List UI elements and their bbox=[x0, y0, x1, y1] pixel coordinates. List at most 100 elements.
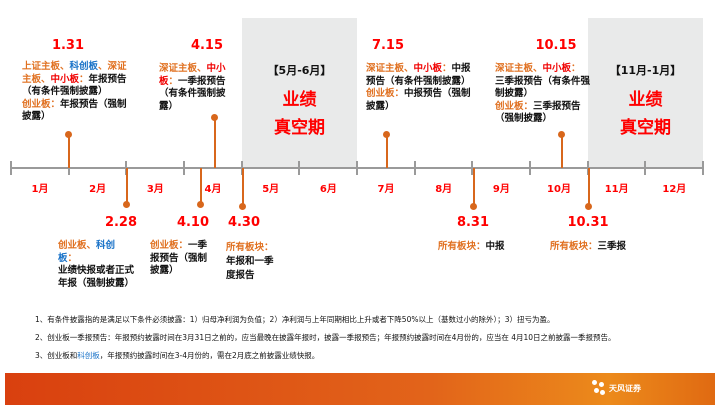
text-segment: 深证主板、 bbox=[159, 63, 207, 74]
dot-8-31 bbox=[470, 203, 477, 210]
period-title: 真空期 bbox=[274, 118, 325, 138]
event-desc-10-15: 深证主板、中小板：三季报预告（有条件强制披露）创业板：三季报预告（强制披露） bbox=[495, 63, 590, 126]
vacuum-period-nov-jan: 【11月-1月】 业绩 真空期 bbox=[588, 18, 703, 142]
event-desc-7-15: 深证主板、中小板：中报预告（有条件强制披露）创业板：中报预告（强制披露） bbox=[366, 63, 472, 113]
dot-4-10 bbox=[197, 201, 204, 208]
period-title: 业绩 bbox=[628, 90, 663, 110]
month-label: 1月 bbox=[31, 184, 49, 195]
text-segment: ： bbox=[79, 73, 89, 85]
axis-tick bbox=[413, 161, 416, 175]
text-segment: 一季报预告（有条件强制披露） bbox=[159, 75, 226, 112]
dot-7-15 bbox=[383, 131, 390, 138]
stem-2-28 bbox=[126, 168, 128, 204]
period-title: 业绩 bbox=[282, 90, 317, 110]
stem-4-30 bbox=[242, 168, 244, 206]
dot-1-31 bbox=[65, 131, 72, 138]
text-segment: 三季报预告（有条件强制披露） bbox=[495, 75, 591, 100]
text-segment: ： bbox=[571, 63, 581, 74]
event-date-4-15: 4.15 bbox=[190, 38, 224, 53]
stem-4-10 bbox=[200, 168, 202, 204]
stem-8-31 bbox=[473, 168, 475, 206]
axis-tick bbox=[586, 161, 589, 175]
text-segment: 所有板块： bbox=[550, 241, 598, 252]
event-desc-4-30: 所有板块： 年报和一季度报告 bbox=[226, 241, 282, 283]
axis-tick bbox=[183, 161, 185, 175]
period-title: 真空期 bbox=[620, 118, 671, 138]
event-desc-10-31: 所有板块：三季报 bbox=[550, 241, 640, 254]
footnote-3: 3、创业板和科创板，年报预约披露时间在3-4月份的，需在2月底之前披露业绩快报。 bbox=[35, 350, 616, 368]
axis-tick bbox=[471, 161, 474, 175]
text-segment: 创业板： bbox=[495, 100, 534, 112]
text-segment: 科创板 bbox=[69, 61, 99, 72]
text-segment: 创业板： bbox=[22, 98, 61, 110]
month-label: 11月 bbox=[604, 184, 629, 195]
axis-tick bbox=[356, 161, 359, 175]
event-desc-4-10: 创业板：一季报预告（强制披露） bbox=[150, 240, 215, 278]
event-date-10-31: 10.31 bbox=[567, 215, 609, 230]
event-desc-2-28: 创业板、科创板：业绩快报或者正式年报（强制披露） bbox=[58, 240, 134, 290]
text-segment: 中小板 bbox=[50, 73, 80, 85]
text-segment: 三季报预告（强制披露） bbox=[495, 100, 581, 125]
dot-10-15 bbox=[558, 131, 565, 138]
event-desc-1-31: 上证主板、科创板、深证主板、中小板：年报预告（有条件强制披露）创业板：年报预告（… bbox=[22, 61, 130, 124]
text-segment: 1、有条件披露指的是满足以下条件必须披露：1）归母净利润为负值；2）净利润与上年… bbox=[35, 315, 555, 324]
text-segment: 年报预告（强制披露） bbox=[22, 98, 127, 123]
text-segment: 2、创业板一季报预告：年报预约披露时间在3月31日之前的，应当最晚在披露年报时，… bbox=[35, 333, 616, 342]
stem-7-15 bbox=[386, 134, 388, 168]
stem-1-31 bbox=[68, 134, 70, 168]
text-segment: 中报预告（强制披露） bbox=[366, 88, 471, 112]
event-date-2-28: 2.28 bbox=[104, 215, 138, 230]
text-segment: 年报和一季度报告 bbox=[226, 256, 274, 281]
stem-10-31 bbox=[588, 168, 590, 206]
axis-tick bbox=[529, 161, 532, 175]
dot-4-15 bbox=[211, 114, 218, 121]
stem-4-15 bbox=[214, 117, 216, 168]
axis-tick bbox=[240, 161, 243, 175]
text-segment: 科创板 bbox=[58, 240, 116, 264]
text-segment: 3、创业板和 bbox=[35, 351, 78, 360]
footnote-2: 2、创业板一季报预告：年报预约披露时间在3月31日之前的，应当最晚在披露年报时，… bbox=[35, 332, 616, 350]
text-segment: 深证主板、 bbox=[495, 63, 543, 74]
month-label: 9月 bbox=[492, 184, 510, 195]
event-date-4-10: 4.10 bbox=[176, 215, 210, 230]
text-segment: 业绩快报或者正式年报（强制披露） bbox=[58, 265, 135, 289]
text-segment: 年报预告（有条件强制披露） bbox=[22, 73, 127, 98]
dot-10-31 bbox=[585, 203, 592, 210]
axis-tick bbox=[67, 161, 70, 175]
month-label: 8月 bbox=[435, 184, 453, 195]
text-segment: 深证主板、 bbox=[366, 63, 414, 74]
text-segment: 中小板 bbox=[413, 63, 443, 74]
text-segment: 中报 bbox=[485, 241, 505, 252]
text-segment: 创业板： bbox=[150, 240, 189, 251]
axis-tick bbox=[702, 161, 705, 175]
event-date-8-31: 8.31 bbox=[456, 215, 490, 230]
text-segment: 创业板、 bbox=[58, 240, 97, 251]
month-label: 6月 bbox=[319, 184, 337, 195]
vacuum-period-may-jun: 【5月-6月】 业绩 真空期 bbox=[242, 18, 357, 142]
footnotes: 1、有条件披露指的是满足以下条件必须披露：1）归母净利润为负值；2）净利润与上年… bbox=[35, 314, 616, 368]
dot-2-28 bbox=[123, 201, 130, 208]
event-date-7-15: 7.15 bbox=[371, 38, 405, 53]
text-segment: ： bbox=[67, 252, 78, 264]
event-date-10-15: 10.15 bbox=[535, 38, 577, 53]
logo-text: 天风证券 bbox=[609, 383, 641, 393]
month-label: 7月 bbox=[377, 184, 395, 195]
event-desc-4-15: 深证主板、中小板：一季报预告（有条件强制披露） bbox=[159, 63, 234, 113]
month-label: 2月 bbox=[89, 184, 107, 195]
text-segment: 一季报预告（强制披露） bbox=[150, 240, 208, 276]
dot-4-30 bbox=[239, 203, 246, 210]
text-segment: 上证主板、 bbox=[22, 61, 70, 72]
text-segment: 中小板 bbox=[542, 63, 572, 74]
period-bracket: 【5月-6月】 bbox=[267, 64, 332, 77]
event-date-1-31: 1.31 bbox=[51, 38, 85, 53]
period-bracket: 【11月-1月】 bbox=[609, 64, 682, 77]
axis-tick bbox=[644, 161, 647, 175]
text-segment: 、深证主板、 bbox=[22, 61, 127, 85]
stem-10-15 bbox=[561, 134, 563, 168]
text-segment: 所有板块： bbox=[226, 242, 274, 253]
logo-flower-icon bbox=[592, 380, 606, 396]
text-segment: ： bbox=[168, 75, 179, 87]
text-segment: 科创板 bbox=[77, 351, 100, 360]
text-segment: 中小板 bbox=[159, 63, 226, 87]
month-label: 4月 bbox=[204, 184, 222, 195]
